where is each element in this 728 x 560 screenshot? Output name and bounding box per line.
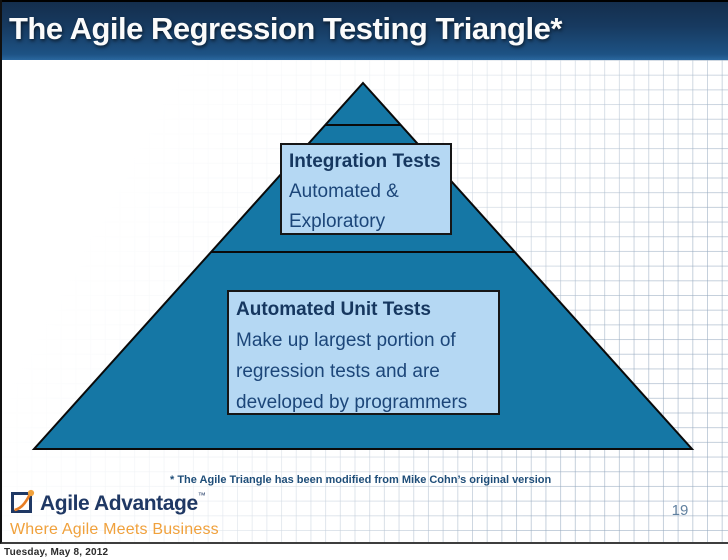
status-bar: Tuesday, May 8, 2012 — [0, 544, 728, 560]
pyramid-triangle — [31, 81, 695, 450]
footnote: * The Agile Triangle has been modified f… — [170, 474, 552, 486]
logo-tagline: Where Agile Meets Business — [10, 521, 219, 538]
unit-tests-title: Automated Unit Tests — [236, 299, 431, 320]
unit-tests-line: regression tests and are — [236, 361, 440, 382]
logo-brand-text: Agile Advantage™ — [40, 491, 206, 515]
integration-tests-callout: Integration Tests Automated & Explorator… — [280, 143, 452, 235]
slide-page-number: 19 — [671, 502, 689, 519]
logo-swoosh-icon — [10, 488, 37, 520]
integration-tests-title: Integration Tests — [289, 151, 441, 172]
agile-advantage-logo: Agile Advantage™ Where Agile Meets Busin… — [10, 488, 240, 539]
integration-tests-line: Exploratory — [289, 211, 386, 232]
integration-tests-line: Automated & — [289, 181, 399, 202]
slide-title: The Agile Regression Testing Triangle* — [9, 11, 562, 46]
unit-tests-line: developed by programmers — [236, 392, 468, 413]
slide: The Agile Regression Testing Triangle* I… — [0, 0, 728, 544]
status-bar-date: Tuesday, May 8, 2012 — [4, 546, 109, 558]
slide-body: Integration Tests Automated & Explorator… — [2, 60, 728, 542]
slide-title-bar: The Agile Regression Testing Triangle* — [2, 0, 728, 60]
trademark-symbol: ™ — [197, 491, 206, 500]
unit-tests-line: Make up largest portion of — [236, 330, 456, 351]
unit-tests-callout: Automated Unit Tests Make up largest por… — [227, 290, 500, 415]
testing-pyramid-diagram — [31, 81, 695, 450]
